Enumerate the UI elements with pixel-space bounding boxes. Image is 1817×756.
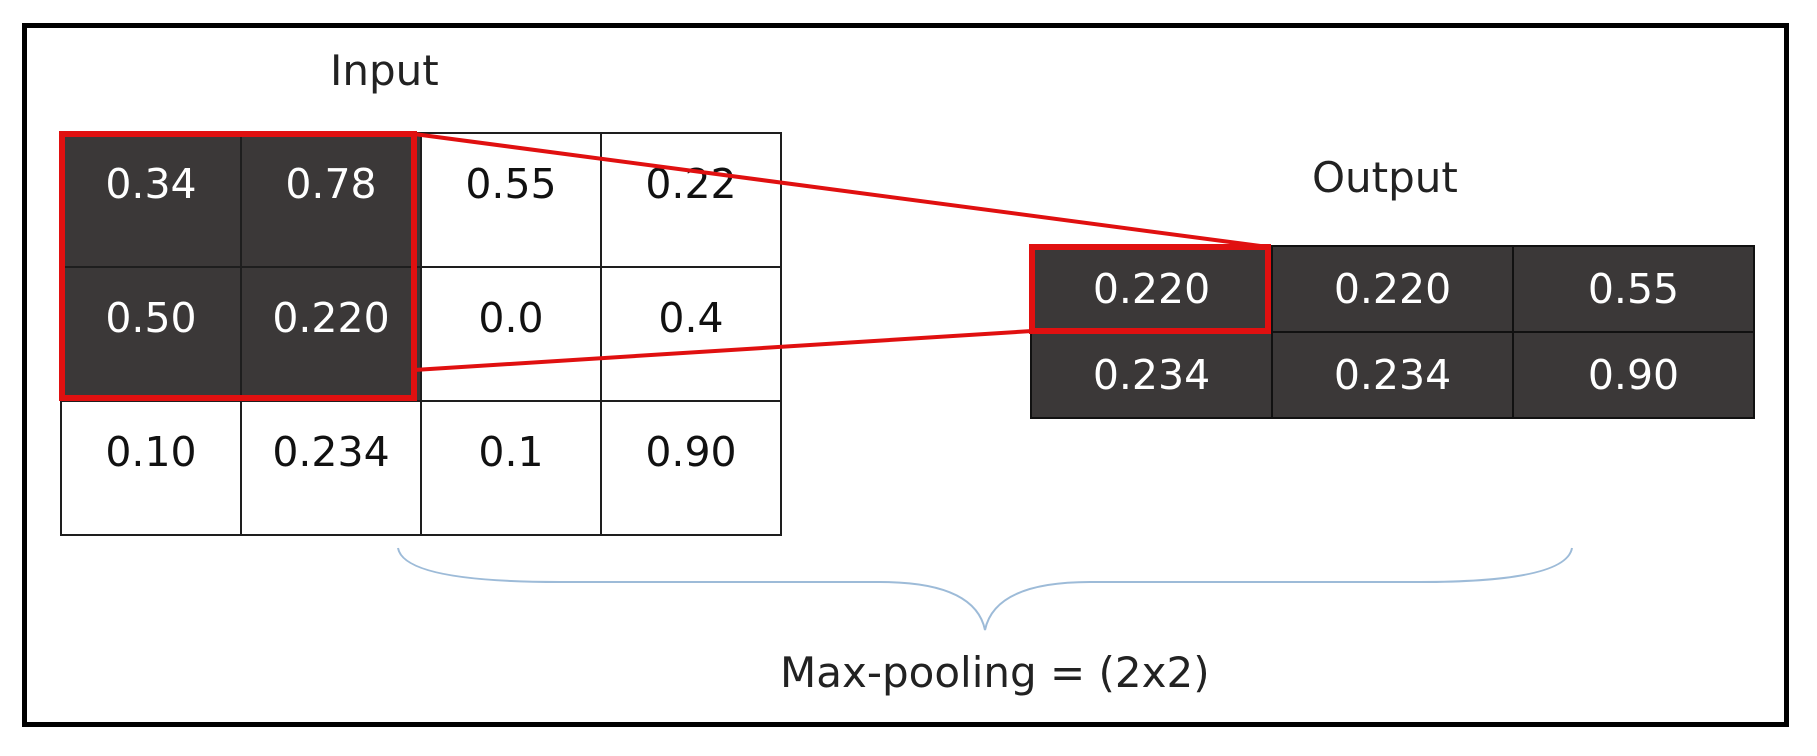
input-cell-value: 0.10 (105, 428, 197, 476)
input-cell-value: 0.55 (465, 160, 557, 208)
input-cell: 0.22 (600, 132, 782, 268)
output-cell: 0.55 (1512, 245, 1755, 333)
input-cell-value: 0.0 (478, 294, 544, 342)
input-cell-value: 0.1 (478, 428, 544, 476)
input-cell-value: 0.34 (105, 160, 197, 208)
caption: Max-pooling = (2x2) (780, 648, 1210, 697)
input-cell: 0.90 (600, 400, 782, 536)
input-label: Input (330, 46, 439, 95)
output-cell: 0.234 (1030, 331, 1273, 419)
input-cell: 0.10 (60, 400, 242, 536)
input-cell-value: 0.220 (272, 294, 390, 342)
input-cell-value: 0.50 (105, 294, 197, 342)
pooling-brace (397, 547, 1573, 631)
output-cell: 0.234 (1271, 331, 1514, 419)
input-cell: 0.0 (420, 266, 602, 402)
input-row: 0.34 0.78 0.55 0.22 (60, 132, 782, 268)
input-cell: 0.234 (240, 400, 422, 536)
input-cell-value: 0.234 (272, 428, 390, 476)
input-cell: 0.220 (240, 266, 422, 402)
figure-frame (22, 23, 1789, 727)
input-cell-value: 0.4 (658, 294, 724, 342)
input-cell: 0.50 (60, 266, 242, 402)
input-cell: 0.4 (600, 266, 782, 402)
input-cell-value: 0.90 (645, 428, 737, 476)
output-cell: 0.90 (1512, 331, 1755, 419)
projection-line-top (413, 132, 1269, 249)
output-cell: 0.220 (1271, 245, 1514, 333)
input-pool-window (59, 131, 417, 401)
projection-line-bottom (413, 329, 1033, 372)
output-label: Output (1312, 153, 1458, 202)
output-highlight-cell (1029, 244, 1271, 334)
input-matrix: 0.34 0.78 0.55 0.22 0.50 0.220 0.0 0.4 0.10 0.234… (60, 132, 782, 536)
input-cell: 0.1 (420, 400, 602, 536)
input-cell-value: 0.78 (285, 160, 377, 208)
input-row: 0.10 0.234 0.1 0.90 (60, 400, 782, 536)
input-cell: 0.78 (240, 132, 422, 268)
input-row: 0.50 0.220 0.0 0.4 (60, 266, 782, 402)
